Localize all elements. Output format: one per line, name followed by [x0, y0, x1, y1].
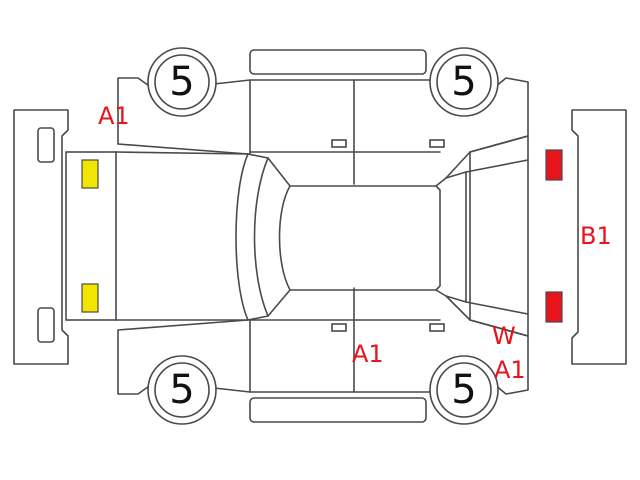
tire-rear-right-value: 5: [451, 367, 476, 413]
tire-front-left-value: 5: [169, 59, 194, 105]
left-side-sill: [249, 49, 427, 75]
cabin: [247, 135, 529, 337]
right-front-door-handle: [331, 323, 347, 332]
left-body-side: [117, 77, 529, 185]
tire-front-left: 5: [147, 47, 217, 117]
front-tow-hook-bottom: [37, 307, 55, 343]
right-side-sill: [249, 397, 427, 423]
left-rear-door-handle: [429, 139, 445, 148]
tire-rear-right: 5: [429, 355, 499, 425]
tire-front-right: 5: [147, 355, 217, 425]
left-front-door-handle: [331, 139, 347, 148]
mark-rear-bumper: B1: [580, 222, 612, 250]
rear-bumper: [571, 109, 627, 365]
taillight-right-icon: [545, 291, 563, 323]
front-bumper: [13, 109, 69, 365]
taillight-left-icon: [545, 149, 563, 181]
front-tow-hook-top: [37, 127, 55, 163]
mark-front-left-fender: A1: [98, 102, 130, 130]
headlight-left-icon: [81, 159, 99, 189]
headlight-right-icon: [81, 283, 99, 313]
right-rear-door-handle: [429, 323, 445, 332]
tire-front-right-value: 5: [169, 367, 194, 413]
tire-rear-left: 5: [429, 47, 499, 117]
tire-rear-left-value: 5: [451, 59, 476, 105]
mark-right-front-door: A1: [352, 340, 384, 368]
mark-right-rear-quarter-level: A1: [494, 356, 526, 384]
mark-right-rear-quarter-code: W: [492, 322, 516, 350]
